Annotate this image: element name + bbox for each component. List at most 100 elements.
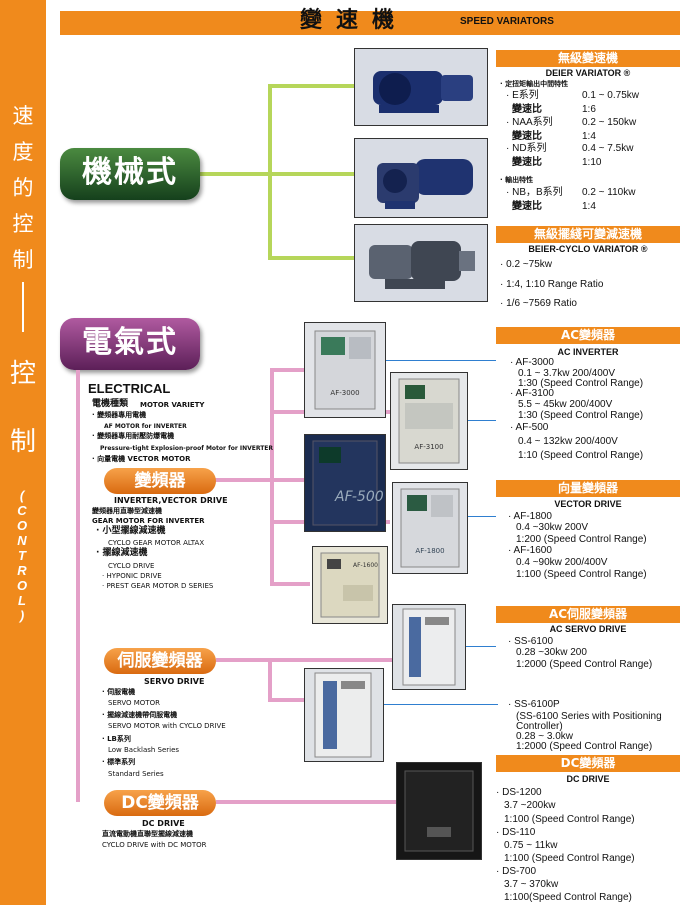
side-strip: 速 度 的 控 制 控 制 ( C O N T R O L ) xyxy=(0,0,46,905)
s1-row-label: · ND系列 xyxy=(506,143,547,154)
electrical-badge: 電氣式 xyxy=(60,318,200,370)
side-char: 速 xyxy=(12,104,34,128)
connector xyxy=(270,368,274,586)
dc-line: 直流電動機直聯型擺線減速機 xyxy=(102,830,193,838)
elec-line: AF MOTOR for INVERTER xyxy=(104,423,187,430)
ss6100p-photo xyxy=(304,668,384,762)
servo-line: SERVO MOTOR xyxy=(108,699,160,707)
side-control-label: ( C O N T R O L ) xyxy=(9,488,35,623)
servo-line: · 擺線減速機帶伺服電機 xyxy=(102,711,178,719)
s5-line: Controller) xyxy=(516,721,563,732)
blue-line xyxy=(384,360,496,361)
section-title: 無級變速機 xyxy=(496,50,680,67)
s1-row-label: 變速比 xyxy=(512,104,542,115)
s1-row-value: 1:6 xyxy=(582,104,596,115)
s3-line: · AF-3100 xyxy=(510,388,554,399)
af3100-label: AF-3100 xyxy=(414,443,443,451)
dc-en: DC DRIVE xyxy=(142,819,185,828)
s5-line: (SS-6100 Series with Positioning xyxy=(516,711,662,722)
af1600-photo: AF-1600 xyxy=(312,546,388,624)
ctrl-ch: N xyxy=(17,533,27,548)
connector xyxy=(268,658,272,700)
connector xyxy=(270,368,304,372)
s1-row-label: 變速比 xyxy=(512,157,542,168)
ctrl-ch: O xyxy=(16,518,28,533)
blue-line xyxy=(464,420,496,421)
servo-line: · 伺服電機 xyxy=(102,688,136,696)
s6-line: 1:100 (Speed Control Range) xyxy=(504,853,635,864)
connector xyxy=(270,582,310,586)
section-en: AC SERVO DRIVE xyxy=(549,624,627,634)
side-char: 的 xyxy=(12,176,34,200)
dc-line: CYCLO DRIVE with DC MOTOR xyxy=(102,841,207,849)
s6-line: 1:100 (Speed Control Range) xyxy=(504,814,635,825)
s4-line: · AF-1800 xyxy=(508,511,552,522)
side-char: 制 xyxy=(9,427,36,457)
section-title: AC伺服變頻器 xyxy=(496,606,680,623)
elec-line: Pressure-tight Explosion-proof Motor for… xyxy=(100,445,274,452)
inverter-line: · HYPONIC DRIVE xyxy=(102,572,162,580)
s1-row-value: 0.4 ~ 7.5kw xyxy=(582,143,634,154)
elec-line: · 向量電機 VECTOR MOTOR xyxy=(92,455,191,463)
af3000-label: AF-3000 xyxy=(330,389,359,397)
side-divider xyxy=(22,282,24,332)
s5-line: 1:2000 (Speed Control Range) xyxy=(516,741,653,752)
af3000-photo: AF-3000 xyxy=(304,322,386,418)
cyclo-variator-photo xyxy=(354,224,488,302)
connector xyxy=(76,370,80,802)
s5-line: 1:2000 (Speed Control Range) xyxy=(516,659,653,670)
s1-note: · 定扭矩輸出中間特性 xyxy=(500,80,569,88)
s1-note: · 輸出特性 xyxy=(500,176,534,184)
header-bar xyxy=(60,11,680,35)
s6-line: 3.7 ~200kw xyxy=(504,800,556,811)
section-title: DC變頻器 xyxy=(496,755,680,772)
dc-badge: DC變頻器 xyxy=(104,790,216,816)
s4-line: 0.4 ~90kw 200/400V xyxy=(516,557,608,568)
inverter-line: 變頻器用直聯型減速機 xyxy=(92,507,162,515)
af1800-label: AF-1800 xyxy=(415,547,444,555)
dc-drive-photo xyxy=(396,762,482,860)
ctrl-ch: ) xyxy=(19,608,25,623)
servo-line: SERVO MOTOR with CYCLO DRIVE xyxy=(108,722,226,730)
section-title: AC變頻器 xyxy=(496,327,680,344)
inverter-line: CYCLO GEAR MOTOR ALTAX xyxy=(108,539,205,547)
s5-line: 0.28 ~30kw 200 xyxy=(516,647,587,658)
connector xyxy=(200,172,270,176)
s1-row-value: 1:4 xyxy=(582,131,596,142)
servo-line: · 標準系列 xyxy=(102,758,136,766)
header-title-zh: 變速機 xyxy=(300,8,409,33)
s3-line: 0.4 ~ 132kw 200/400V xyxy=(518,436,618,447)
af1800-photo: AF-1800 xyxy=(392,482,468,574)
inverter-line: · 擺線減速機 xyxy=(96,548,148,558)
s1-row-value: 1:10 xyxy=(582,157,602,168)
mechanical-badge: 機械式 xyxy=(60,148,200,200)
s6-line: 1:100(Speed Control Range) xyxy=(504,892,632,903)
side-char: 制 xyxy=(12,248,34,272)
s3-line: · AF-500 xyxy=(510,422,549,433)
servo-badge: 伺服變頻器 xyxy=(104,648,216,674)
blue-line xyxy=(464,516,496,517)
s5-line: · SS-6100 xyxy=(508,636,554,647)
af3100-photo: AF-3100 xyxy=(390,372,468,470)
section-en: DC DRIVE xyxy=(566,774,610,784)
ctrl-ch: O xyxy=(16,578,28,593)
connector xyxy=(216,658,272,662)
s6-line: · DS-700 xyxy=(496,866,537,877)
servo-line: · LB系列 xyxy=(102,735,131,743)
s3-line: 1:10 (Speed Control Range) xyxy=(518,450,644,461)
blue-line xyxy=(382,704,498,705)
motor-variety-en: MOTOR VARIETY xyxy=(140,401,205,409)
connector xyxy=(216,800,396,804)
section-en: AC INVERTER xyxy=(557,347,619,357)
af500-photo: AF-500 xyxy=(304,434,386,532)
s1-row-value: 0.2 ~ 150kw xyxy=(582,117,637,128)
s4-line: 1:200 (Speed Control Range) xyxy=(516,534,647,545)
ctrl-ch: C xyxy=(17,503,27,518)
s6-line: 0.75 ~ 11kw xyxy=(504,840,558,851)
s6-line: · DS-110 xyxy=(496,827,536,838)
s3-line: 0.1 ~ 3.7kw 200/400V xyxy=(518,368,616,379)
ctrl-ch: T xyxy=(18,548,26,563)
s1-row-label: · E系列 xyxy=(506,90,539,101)
s1-row-value: 1:4 xyxy=(582,201,596,212)
s1-row-value: 0.1 ~ 0.75kw xyxy=(582,90,639,101)
